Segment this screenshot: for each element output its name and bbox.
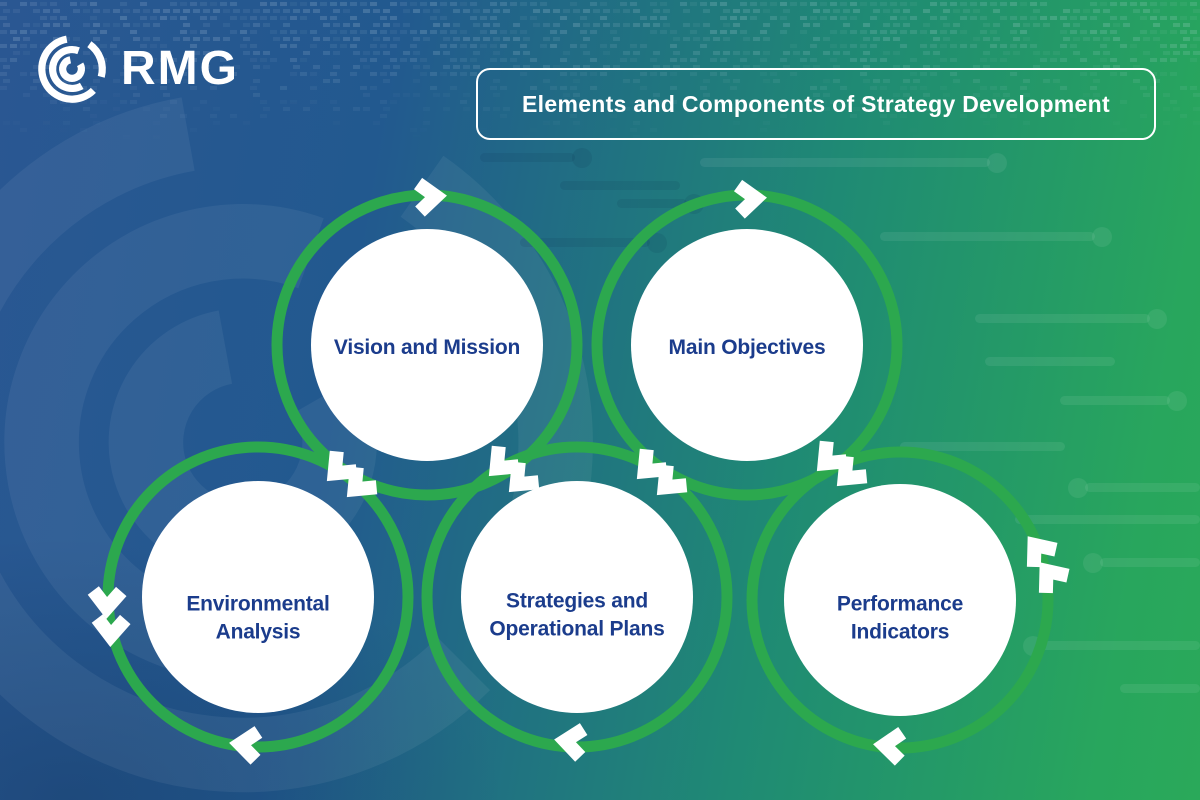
node-circle-vision-and-mission: [311, 229, 543, 461]
title-box: Elements and Components of Strategy Deve…: [476, 68, 1156, 140]
circuit-trace: [1060, 390, 1187, 411]
chevron-arrow-icon: [1035, 562, 1068, 593]
rmg-spiral-logo-icon: [36, 33, 108, 105]
brand-logo: RMG: [36, 33, 239, 105]
circuit-trace: [975, 308, 1167, 329]
circuit-trace: [520, 232, 667, 253]
circuit-trace: [1120, 684, 1200, 693]
circuit-trace: [900, 442, 1065, 451]
node-circle-main-objectives: [631, 229, 863, 461]
page-title: Elements and Components of Strategy Deve…: [522, 90, 1110, 117]
node-label-environmental-analysis: Environmental Analysis: [186, 592, 330, 643]
pixel-mosaic-decoration: [0, 0, 1200, 145]
circuit-trace: [1083, 552, 1200, 573]
circuit-trace: [880, 226, 1112, 247]
chevron-arrow-icon: [345, 467, 377, 499]
circuit-trace: [1015, 515, 1200, 524]
node-circle-performance-indicators: [784, 484, 1016, 716]
chevron-arrow-icon: [507, 462, 539, 494]
node-label-strategies-operational-plans: Strategies and Operational Plans: [489, 589, 665, 640]
circuit-trace: [700, 152, 1007, 173]
node-label-vision-and-mission: Vision and Mission: [333, 336, 521, 360]
node-circle-environmental-analysis: [142, 481, 374, 713]
circuit-trace: [985, 357, 1115, 366]
node-circle-strategies-operational-plans: [461, 481, 693, 713]
circuit-trace: [560, 181, 680, 190]
circuit-trace: [1068, 477, 1200, 498]
node-label-main-objectives: Main Objectives: [668, 336, 826, 360]
node-label-performance-indicators: Performance Indicators: [836, 592, 964, 643]
brand-wordmark: RMG: [121, 42, 239, 95]
ring-performance-indicators: [746, 446, 1054, 754]
chevron-arrow-icon: [655, 465, 687, 497]
circuit-trace: [480, 147, 592, 168]
